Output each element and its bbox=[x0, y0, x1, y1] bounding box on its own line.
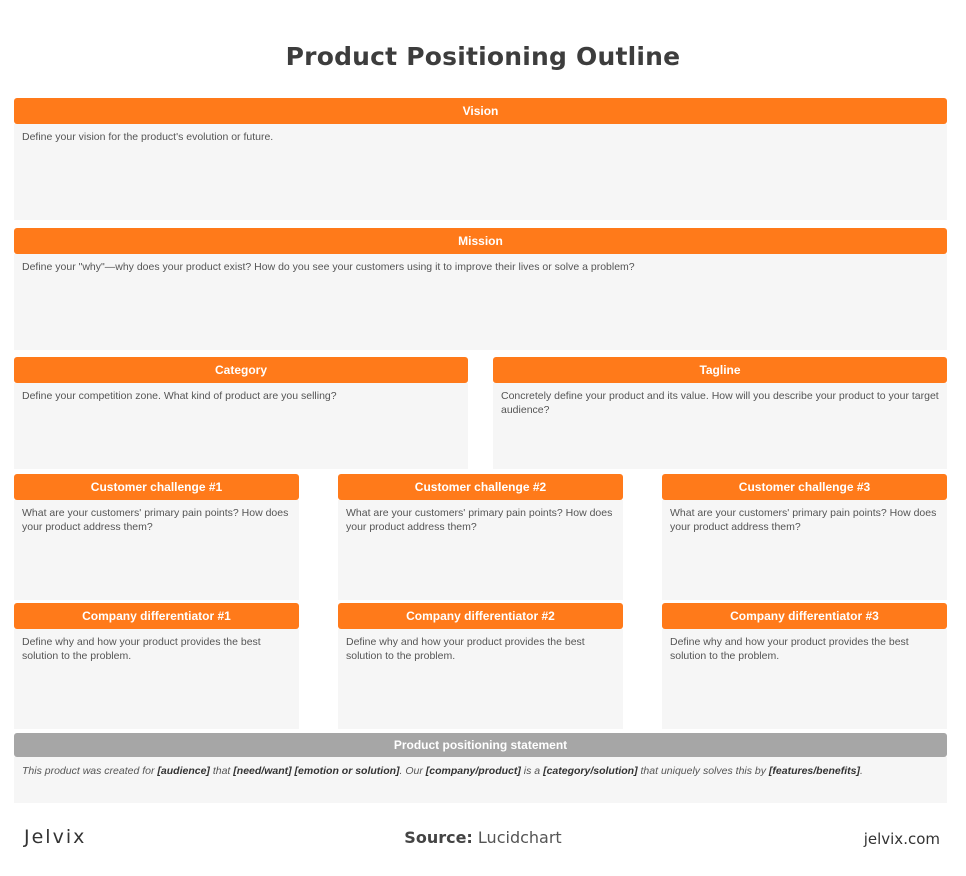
statement-text: is a bbox=[520, 765, 544, 777]
source-label: Source: bbox=[404, 828, 473, 847]
customer-challenge-1-section: Customer challenge #1 What are your cust… bbox=[14, 474, 299, 600]
statement-text: This product was created for bbox=[22, 765, 158, 777]
jelvix-logo: Jelvix bbox=[24, 826, 87, 848]
company-differentiator-1-section: Company differentiator #1 Define why and… bbox=[14, 603, 299, 729]
customer-challenge-3-body: What are your customers' primary pain po… bbox=[662, 500, 947, 600]
statement-placeholder-need: [need/want] [emotion or solution] bbox=[233, 765, 400, 777]
company-differentiator-2-section: Company differentiator #2 Define why and… bbox=[338, 603, 623, 729]
source-credit: Source: Lucidchart bbox=[0, 828, 966, 847]
vision-header: Vision bbox=[14, 98, 947, 124]
source-value: Lucidchart bbox=[477, 828, 562, 847]
statement-text: that bbox=[209, 765, 234, 777]
category-section: Category Define your competition zone. W… bbox=[14, 357, 468, 469]
company-differentiator-1-header: Company differentiator #1 bbox=[14, 603, 299, 629]
statement-placeholder-audience: [audience] bbox=[157, 765, 210, 777]
page-title: Product Positioning Outline bbox=[285, 42, 681, 71]
positioning-statement-body: This product was created for [audience] … bbox=[14, 757, 947, 803]
mission-section: Mission Define your "why"—why does your … bbox=[14, 228, 947, 350]
statement-text: that uniquely solves this by bbox=[637, 765, 769, 777]
vision-section: Vision Define your vision for the produc… bbox=[14, 98, 947, 220]
statement-text: . bbox=[859, 765, 863, 777]
category-body: Define your competition zone. What kind … bbox=[14, 383, 468, 469]
customer-challenge-1-body: What are your customers' primary pain po… bbox=[14, 500, 299, 600]
mission-header: Mission bbox=[14, 228, 947, 254]
statement-placeholder-features: [features/benefits] bbox=[768, 765, 860, 777]
customer-challenge-3-header: Customer challenge #3 bbox=[662, 474, 947, 500]
company-differentiator-2-body: Define why and how your product provides… bbox=[338, 629, 623, 729]
positioning-statement-section: Product positioning statement This produ… bbox=[14, 733, 947, 803]
customer-challenge-2-body: What are your customers' primary pain po… bbox=[338, 500, 623, 600]
customer-challenge-3-section: Customer challenge #3 What are your cust… bbox=[662, 474, 947, 600]
positioning-statement-header: Product positioning statement bbox=[14, 733, 947, 757]
tagline-header: Tagline bbox=[493, 357, 947, 383]
mission-body: Define your "why"—why does your product … bbox=[14, 254, 947, 350]
customer-challenge-2-section: Customer challenge #2 What are your cust… bbox=[338, 474, 623, 600]
customer-challenge-2-header: Customer challenge #2 bbox=[338, 474, 623, 500]
category-header: Category bbox=[14, 357, 468, 383]
company-differentiator-3-body: Define why and how your product provides… bbox=[662, 629, 947, 729]
tagline-body: Concretely define your product and its v… bbox=[493, 383, 947, 469]
statement-text: . Our bbox=[399, 765, 426, 777]
footer-url: jelvix.com bbox=[863, 830, 940, 848]
company-differentiator-3-header: Company differentiator #3 bbox=[662, 603, 947, 629]
customer-challenge-1-header: Customer challenge #1 bbox=[14, 474, 299, 500]
statement-placeholder-category: [category/solution] bbox=[543, 765, 638, 777]
company-differentiator-1-body: Define why and how your product provides… bbox=[14, 629, 299, 729]
company-differentiator-3-section: Company differentiator #3 Define why and… bbox=[662, 603, 947, 729]
tagline-section: Tagline Concretely define your product a… bbox=[493, 357, 947, 469]
statement-placeholder-company: [company/product] bbox=[425, 765, 521, 777]
vision-body: Define your vision for the product's evo… bbox=[14, 124, 947, 220]
company-differentiator-2-header: Company differentiator #2 bbox=[338, 603, 623, 629]
